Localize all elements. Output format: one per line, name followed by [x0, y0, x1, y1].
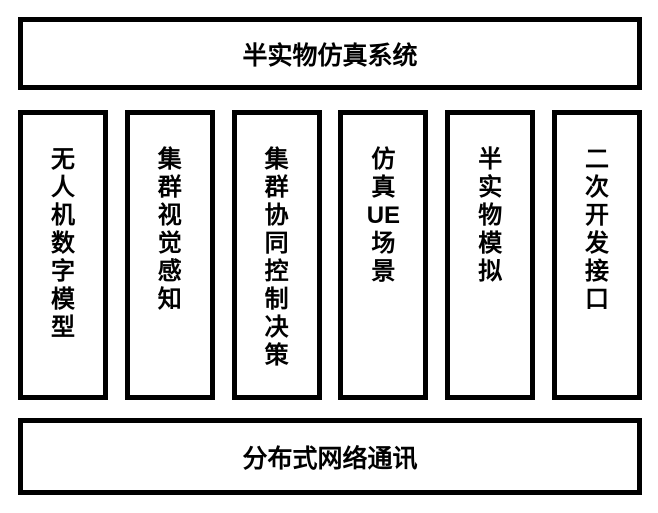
module-box-uav-digital-model: 无 人 机 数 字 模 型 — [18, 110, 108, 400]
module-columns: 无 人 机 数 字 模 型 集 群 视 觉 感 知 集 群 协 同 控 制 决 … — [18, 110, 642, 400]
module-box-swarm-cooperative-control-decision: 集 群 协 同 控 制 决 策 — [231, 110, 322, 400]
bottom-box-distributed-network-communication: 分布式网络通讯 — [18, 418, 642, 495]
title-box-hardware-in-the-loop-simulation-system: 半实物仿真系统 — [18, 17, 642, 90]
bottom-box-label: 分布式网络通讯 — [242, 444, 418, 473]
module-box-ue-simulation-scene: 仿 真 UE 场 景 — [338, 110, 429, 400]
module-box-hardware-in-loop-simulation: 半 实 物 模 拟 — [445, 110, 536, 400]
title-box-label: 半实物仿真系统 — [242, 41, 418, 70]
module-box-secondary-development-interface: 二 次 开 发 接 口 — [551, 110, 642, 400]
module-box-swarm-visual-perception: 集 群 视 觉 感 知 — [124, 110, 215, 400]
